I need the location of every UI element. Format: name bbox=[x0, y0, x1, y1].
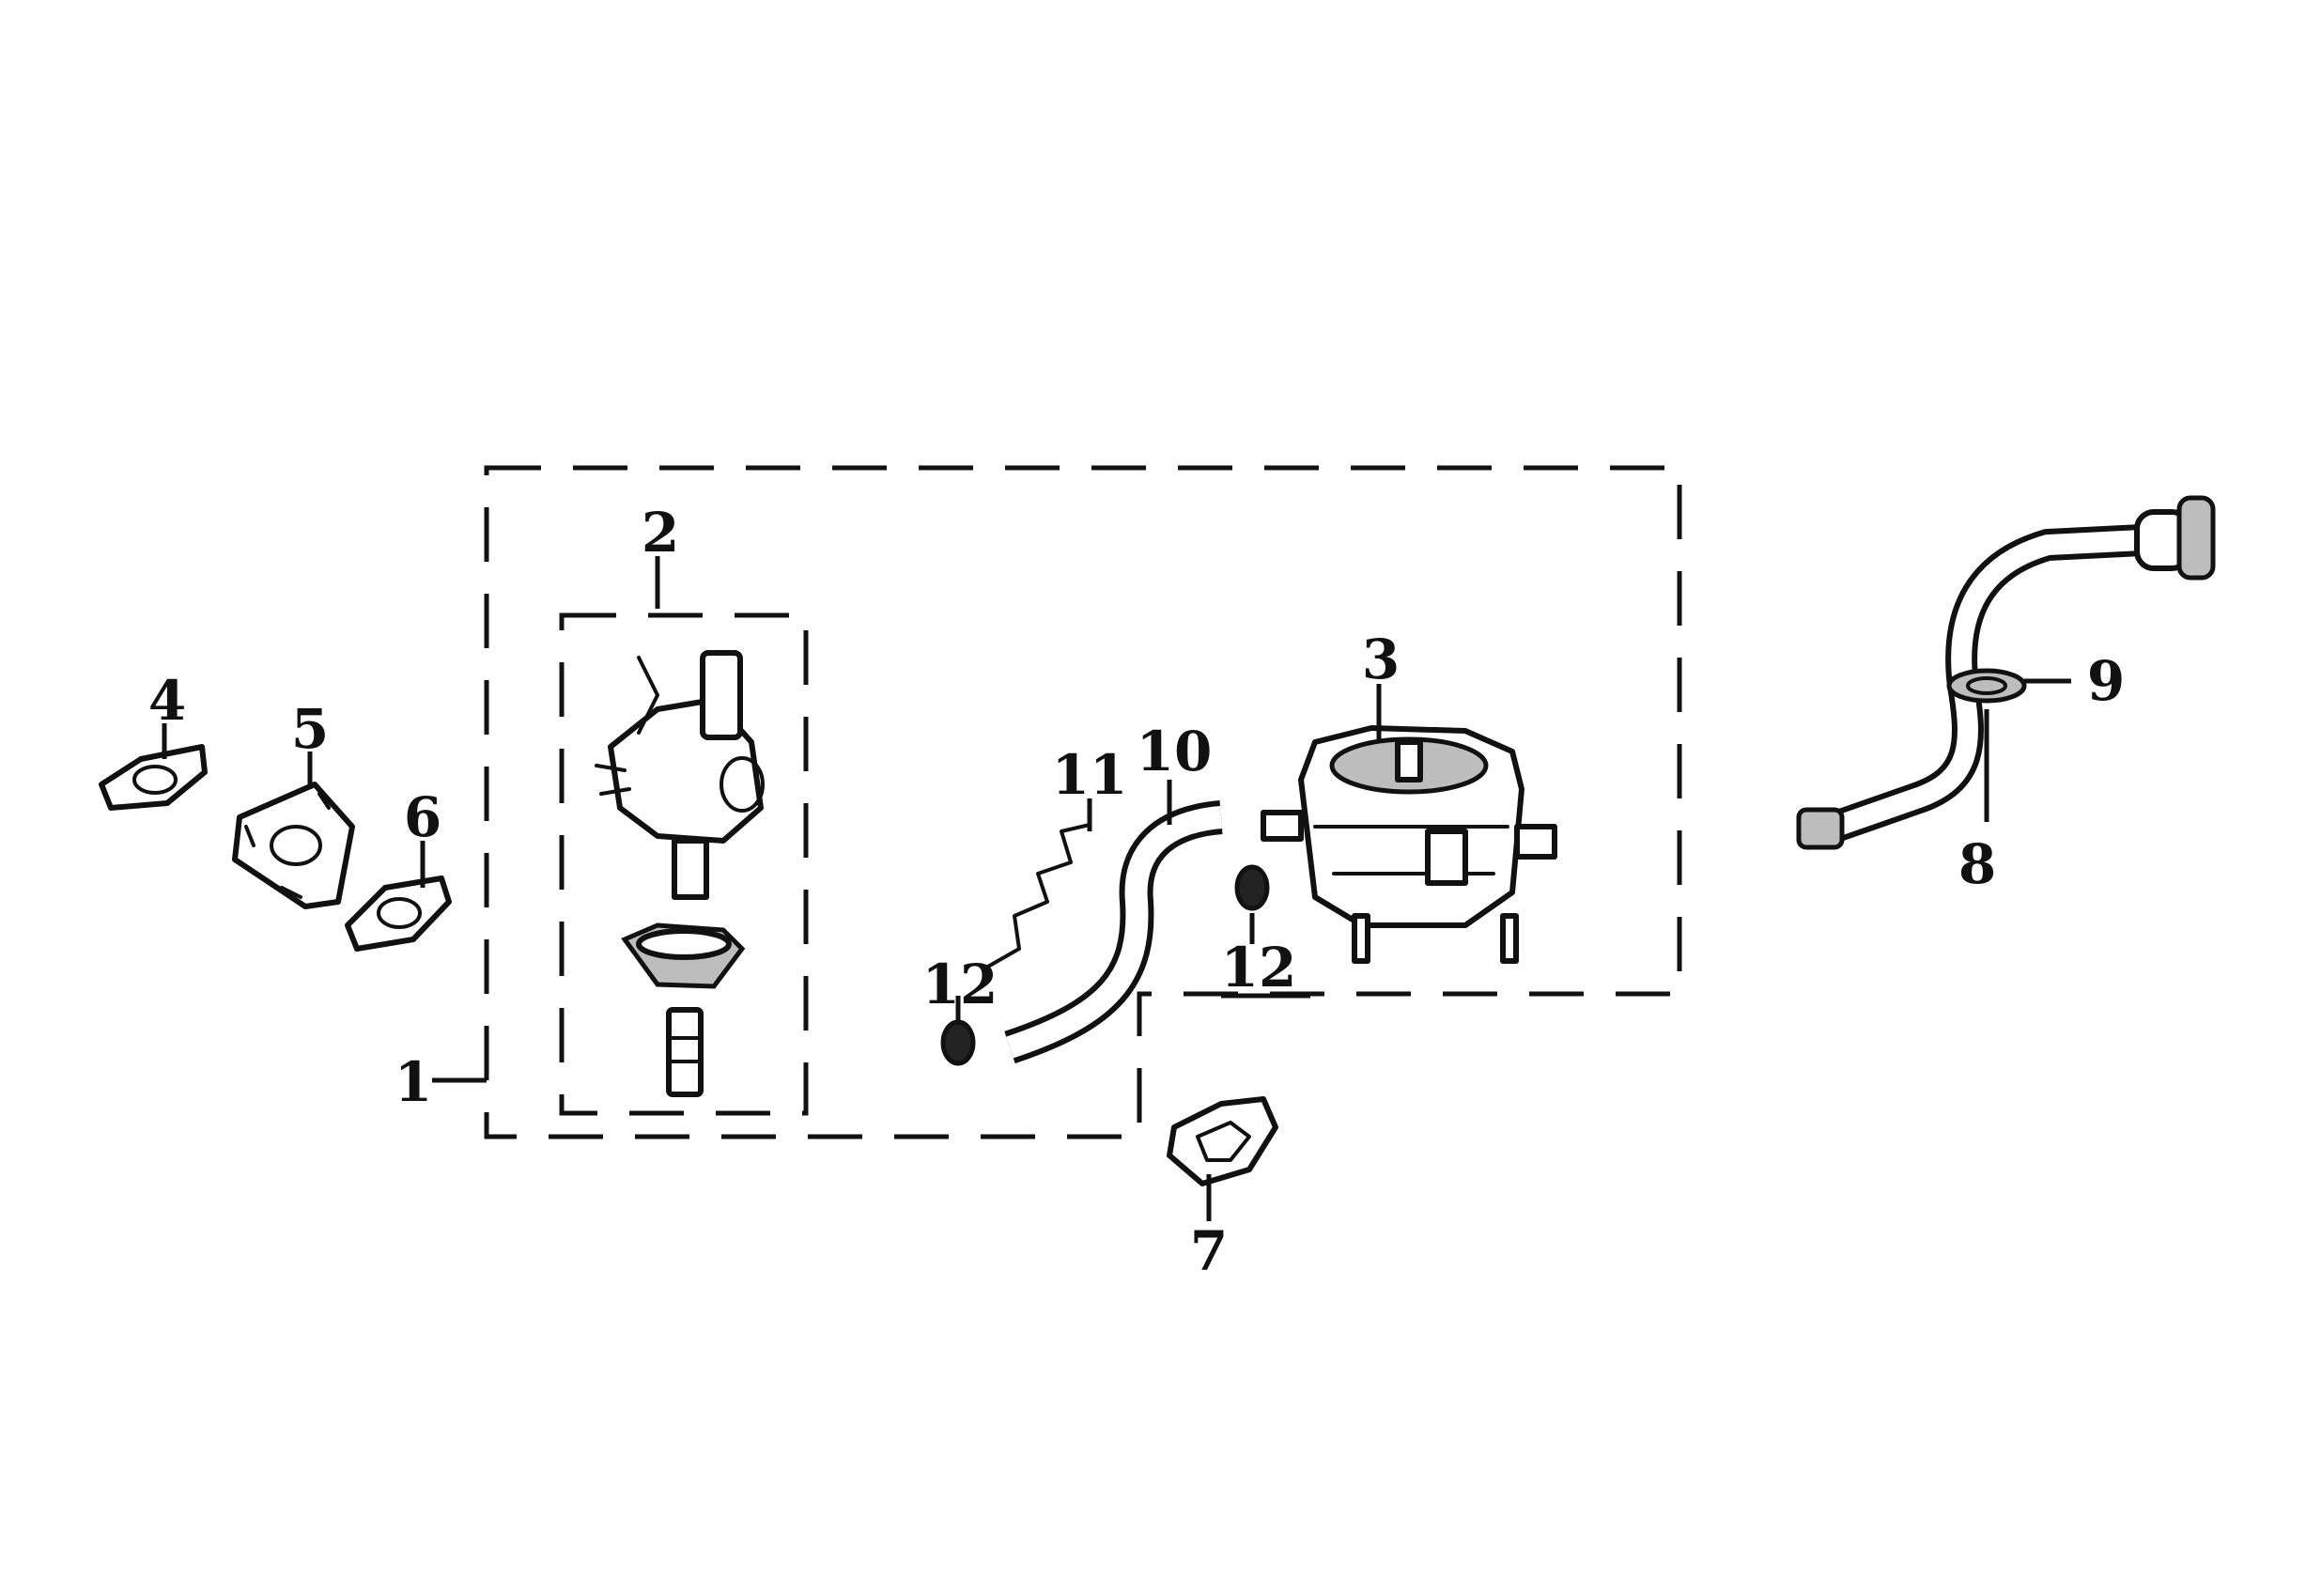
carburetor-subassembly-outline bbox=[559, 612, 809, 1116]
gasket-icon bbox=[1167, 1096, 1278, 1186]
gasket-icon bbox=[99, 744, 208, 811]
callout-1: 1 bbox=[395, 1050, 432, 1114]
callouts: 1 2 3 4 5 6 7 8 9 10 11 12 12 bbox=[148, 501, 2125, 1283]
callout-12-right: 12 bbox=[1221, 936, 1297, 999]
callout-6: 6 bbox=[404, 785, 441, 849]
gasket-icon bbox=[345, 875, 452, 952]
callout-12-left: 12 bbox=[922, 953, 998, 1016]
callout-5: 5 bbox=[291, 697, 329, 761]
callout-11: 11 bbox=[1052, 743, 1128, 807]
insulator-plate-icon bbox=[232, 782, 355, 909]
callout-9: 9 bbox=[2087, 649, 2125, 713]
callout-8: 8 bbox=[1958, 832, 1996, 896]
leader-lines bbox=[162, 556, 2071, 1221]
callout-10: 10 bbox=[1137, 720, 1213, 783]
clip-icon bbox=[940, 1019, 976, 1066]
callout-4: 4 bbox=[148, 669, 186, 733]
clip-icon bbox=[1234, 864, 1270, 911]
spring-wire-icon bbox=[984, 823, 1091, 969]
hose-icon bbox=[1004, 800, 1223, 1064]
assembly-outline bbox=[484, 465, 1682, 1139]
grommet-icon bbox=[1946, 668, 2027, 704]
callout-7: 7 bbox=[1190, 1219, 1228, 1283]
callout-3: 3 bbox=[1362, 628, 1400, 691]
regulator-icon bbox=[1261, 725, 1557, 964]
callout-2: 2 bbox=[642, 501, 679, 565]
carburetor-icon bbox=[595, 650, 765, 1097]
